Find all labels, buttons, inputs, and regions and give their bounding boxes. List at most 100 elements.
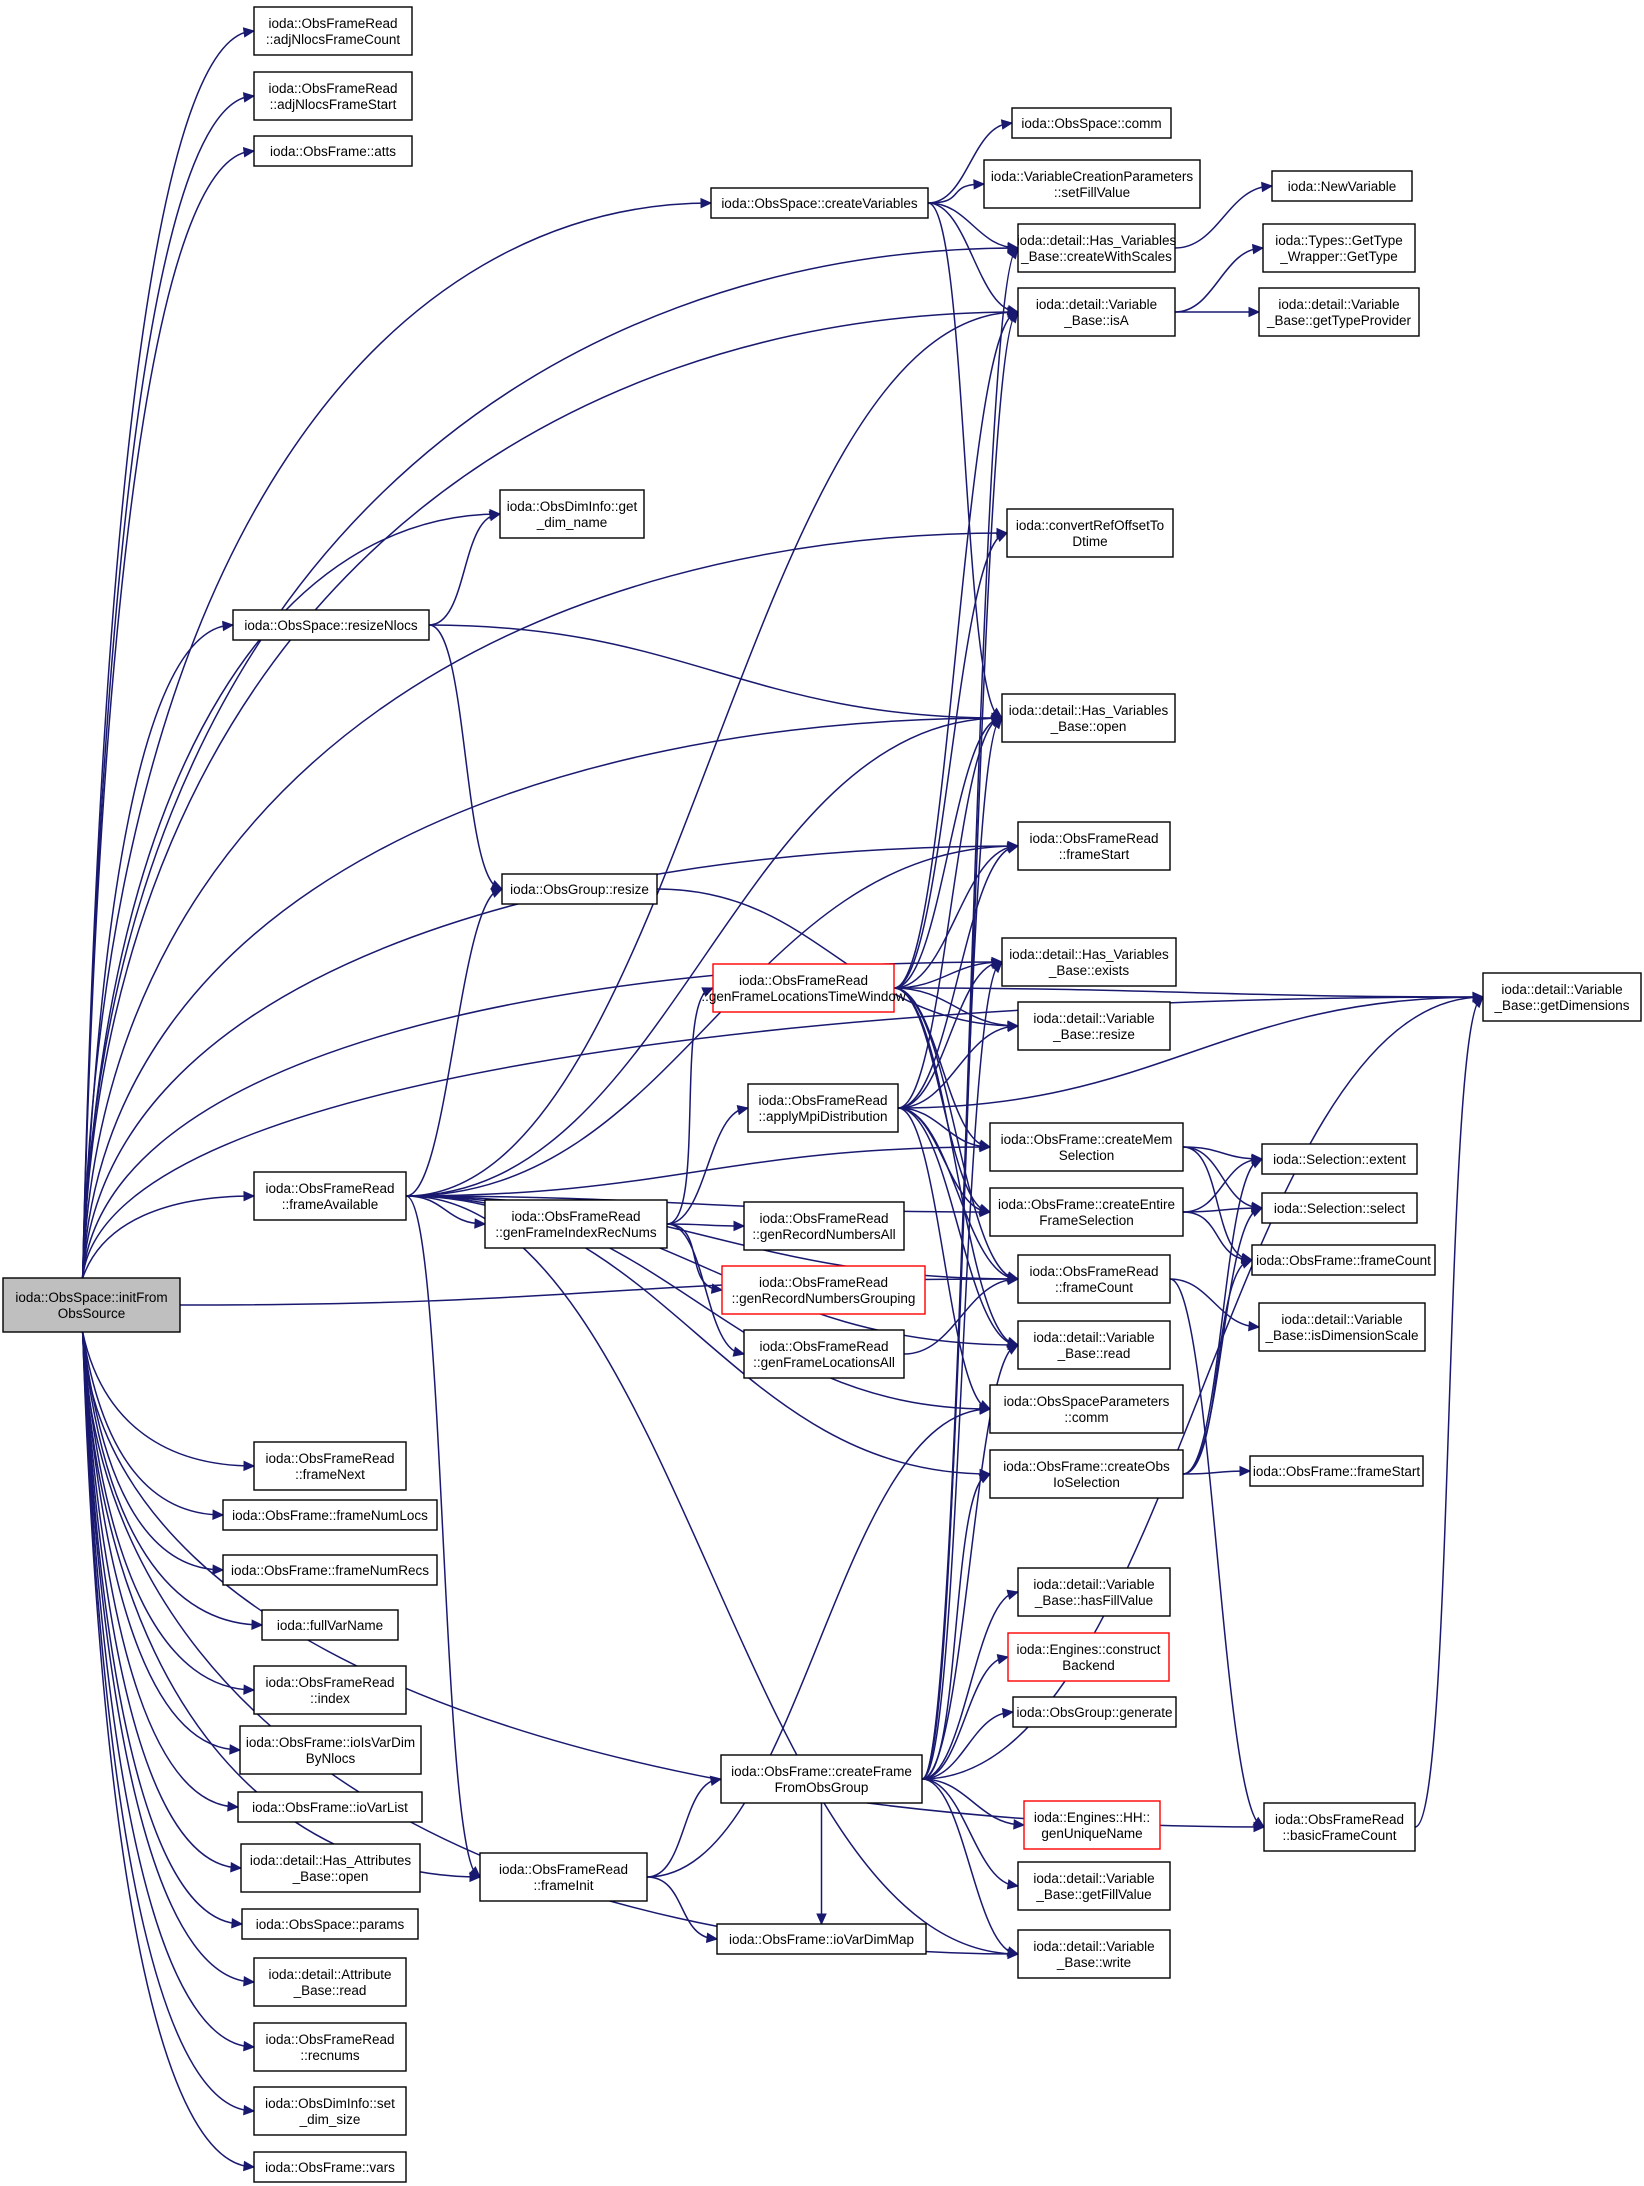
edge-frame-available-to-hv-open (405, 717, 1003, 1197)
arrowhead-frame-init-to-io-var-dim-map (705, 1932, 719, 1944)
node-hv-open[interactable]: ioda::detail::Has_Variables_Base::open (1001, 693, 1176, 743)
node-frame-init[interactable]: ioda::ObsFrameRead::frameInit (479, 1852, 648, 1902)
node-attr-read[interactable]: ioda::detail::Attribute_Base::read (253, 1957, 407, 2007)
call-graph-edges (81, 27, 1485, 2172)
node-sel-select[interactable]: ioda::Selection::select (1261, 1192, 1418, 1224)
arrowhead-create-variables-to-comm (1000, 119, 1014, 130)
node-new-variable[interactable]: ioda::NewVariable (1271, 170, 1413, 202)
node-box (501, 873, 658, 905)
node-get-type[interactable]: ioda::Types::GetType_Wrapper::GetType (1262, 223, 1416, 273)
node-adj-nlocs-frame-start[interactable]: ioda::ObsFrameRead::adjNlocsFrameStart (253, 71, 413, 121)
node-label-line: ::genFrameLocationsAll (753, 1355, 895, 1370)
node-var-resize[interactable]: ioda::detail::Variable_Base::resize (1017, 1001, 1171, 1051)
node-gen-frame-locs-tw[interactable]: ioda::ObsFrameRead::genFrameLocationsTim… (701, 963, 906, 1013)
edge-create-entire-sel-to-frame-count-frame (1182, 1211, 1253, 1261)
node-box (712, 963, 895, 1013)
node-create-entire-sel[interactable]: ioda::ObsFrame::createEntireFrameSelecti… (989, 1187, 1184, 1237)
node-apply-mpi[interactable]: ioda::ObsFrameRead::applyMpiDistribution (747, 1083, 899, 1133)
node-label-line: ioda::detail::Has_Attributes (250, 1853, 412, 1868)
node-ha-open[interactable]: ioda::detail::Has_Attributes_Base::open (240, 1843, 421, 1893)
node-box (1011, 107, 1172, 139)
node-set-fill-value[interactable]: ioda::VariableCreationParameters::setFil… (983, 159, 1201, 209)
node-frame-count-read[interactable]: ioda::ObsFrameRead::frameCount (1017, 1254, 1171, 1304)
node-full-var-name[interactable]: ioda::fullVarName (261, 1609, 399, 1641)
node-label-line: ioda::ObsFrame::createEntire (998, 1197, 1175, 1212)
node-get-fill-value[interactable]: ioda::detail::Variable_Base::getFillValu… (1017, 1861, 1171, 1911)
node-label-line: _Base::resize (1052, 1027, 1135, 1042)
node-frame-num-locs[interactable]: ioda::ObsFrame::frameNumLocs (222, 1499, 438, 1531)
node-box (1001, 693, 1176, 743)
node-has-fill-value[interactable]: ioda::detail::Variable_Base::hasFillValu… (1017, 1567, 1171, 1617)
node-comm[interactable]: ioda::ObsSpace::comm (1011, 107, 1172, 139)
node-box (1263, 1802, 1416, 1852)
node-gen-frame-index-rec-nums[interactable]: ioda::ObsFrameRead::genFrameIndexRecNums (484, 1199, 668, 1249)
node-gen-unique-name[interactable]: ioda::Engines::HH::genUniqueName (1023, 1800, 1161, 1850)
node-basic-frame-count[interactable]: ioda::ObsFrameRead::basicFrameCount (1263, 1802, 1416, 1852)
node-var-write[interactable]: ioda::detail::Variable_Base::write (1017, 1929, 1171, 1979)
node-is-a[interactable]: ioda::detail::Variable_Base::isA (1017, 287, 1176, 337)
node-frame-start-read[interactable]: ioda::ObsFrameRead::frameStart (1017, 821, 1171, 871)
node-set-dim-size[interactable]: ioda::ObsDimInfo::set_dim_size (253, 2086, 407, 2136)
node-label-line: ioda::detail::Variable (1036, 297, 1157, 312)
node-group-resize[interactable]: ioda::ObsGroup::resize (501, 873, 658, 905)
node-atts[interactable]: ioda::ObsFrame::atts (253, 135, 413, 167)
arrowhead-create-frame-from-group-to-hv-open (991, 717, 1003, 730)
node-create-with-scales[interactable]: ioda::detail::Has_Variables_Base::create… (1017, 223, 1177, 273)
node-params-comm[interactable]: ioda::ObsSpaceParameters::comm (989, 1384, 1184, 1434)
node-var-read[interactable]: ioda::detail::Variable_Base::read (1017, 1320, 1171, 1370)
node-get-type-provider[interactable]: ioda::detail::Variable_Base::getTypeProv… (1258, 287, 1420, 337)
arrowhead-init-from-obs-source-to-obs-params (231, 1917, 244, 1929)
node-box (743, 1329, 905, 1379)
node-obs-params[interactable]: ioda::ObsSpace::params (241, 1908, 419, 1940)
arrowhead-frame-available-to-gen-frame-index-rec-nums (474, 1218, 487, 1229)
node-resize-nlocs[interactable]: ioda::ObsSpace::resizeNlocs (232, 609, 430, 641)
arrowhead-create-frame-from-group-to-create-with-scales (1007, 247, 1019, 260)
node-box (1262, 223, 1416, 273)
node-box (720, 1754, 923, 1804)
node-get-dim-name[interactable]: ioda::ObsDimInfo::get_dim_name (499, 489, 645, 539)
node-hv-exists[interactable]: ioda::detail::Has_Variables_Base::exists (1001, 937, 1177, 987)
arrowhead-gen-frame-locs-all-to-frame-count-read (1007, 1274, 1020, 1286)
node-frame-num-recs[interactable]: ioda::ObsFrame::frameNumRecs (222, 1554, 438, 1586)
edge-apply-mpi-to-frame-count-read (897, 1107, 1019, 1280)
node-io-var-list[interactable]: ioda::ObsFrame::ioVarList (237, 1791, 423, 1823)
node-gen-frame-locs-all[interactable]: ioda::ObsFrameRead::genFrameLocationsAll (743, 1329, 905, 1379)
node-box (1017, 1929, 1171, 1979)
node-frame-start-frame[interactable]: ioda::ObsFrame::frameStart (1249, 1455, 1424, 1487)
node-label-line: ioda::VariableCreationParameters (991, 169, 1194, 184)
node-frame-count-frame[interactable]: ioda::ObsFrame::frameCount (1251, 1244, 1436, 1276)
edge-create-variables-to-hv-open (927, 202, 1003, 719)
node-index[interactable]: ioda::ObsFrameRead::index (253, 1665, 407, 1715)
node-group-generate[interactable]: ioda::ObsGroup::generate (1012, 1696, 1177, 1728)
node-label-line: ::adjNlocsFrameStart (270, 97, 397, 112)
node-label-line: ::frameNext (295, 1467, 365, 1482)
node-recnums[interactable]: ioda::ObsFrameRead::recnums (253, 2022, 407, 2072)
node-label-line: _Base::open (292, 1869, 369, 1884)
edge-frame-available-to-frame-start-read (405, 845, 1019, 1197)
node-is-dim-scale[interactable]: ioda::detail::Variable_Base::isDimension… (1258, 1302, 1426, 1352)
node-label-line: _Base::read (293, 1983, 367, 1998)
edge-frame-available-to-is-a (405, 311, 1019, 1197)
node-box (989, 1449, 1184, 1499)
node-io-var-dim-map[interactable]: ioda::ObsFrame::ioVarDimMap (716, 1923, 927, 1955)
node-gen-rec-nums-all[interactable]: ioda::ObsFrameRead::genRecordNumbersAll (743, 1201, 905, 1251)
node-adj-nlocs-frame-count[interactable]: ioda::ObsFrameRead::adjNlocsFrameCount (253, 6, 413, 56)
node-get-dimensions[interactable]: ioda::detail::Variable_Base::getDimensio… (1482, 972, 1642, 1022)
node-gen-rec-nums-grouping[interactable]: ioda::ObsFrameRead::genRecordNumbersGrou… (721, 1265, 926, 1315)
node-frame-next[interactable]: ioda::ObsFrameRead::frameNext (253, 1441, 407, 1491)
edge-create-frame-from-group-to-var-write (921, 1778, 1019, 1955)
edge-gen-frame-locs-tw-to-convert-ref-offset (893, 532, 1008, 989)
node-frame-available[interactable]: ioda::ObsFrameRead::frameAvailable (253, 1171, 407, 1221)
node-create-variables[interactable]: ioda::ObsSpace::createVariables (710, 187, 929, 219)
node-vars[interactable]: ioda::ObsFrame::vars (253, 2151, 407, 2183)
node-sel-extent[interactable]: ioda::Selection::extent (1261, 1143, 1418, 1175)
edge-init-from-obs-source-to-get-dim-name (81, 513, 501, 1279)
node-label-line: ioda::ObsFrame::atts (270, 144, 396, 159)
